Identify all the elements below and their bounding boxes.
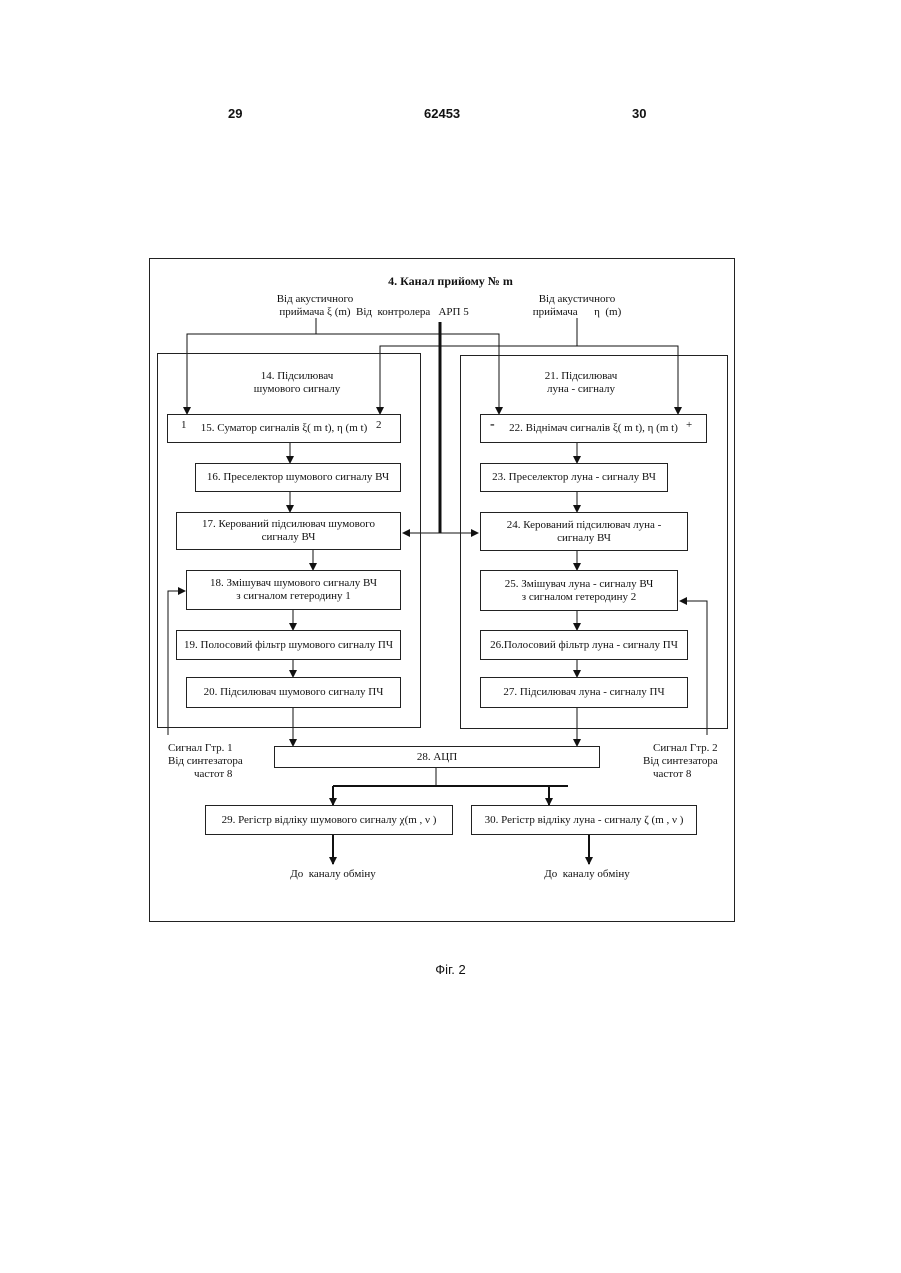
block-28-adc: 28. АЦП [274, 746, 600, 768]
block-30-echo-sample-register: 30. Регістр відліку луна - сигналу ζ (m … [471, 805, 697, 835]
figure-caption: Фіг. 2 [0, 962, 901, 977]
heterodyne-1-source-label: Сигнал Гтр. 1 Від синтезатора частот 8 [168, 742, 243, 781]
block-17-noise-controlled-amplifier: 17. Керований підсилювач шумовогосигналу… [176, 512, 401, 550]
acoustic-input-right-label: Від акустичногоприймача η (m) [512, 293, 642, 319]
block-20-noise-if-amplifier: 20. Підсилювач шумового сигналу ПЧ [186, 677, 401, 708]
summator-port-1: 1 [181, 419, 187, 431]
output-left-label: До каналу обміну [268, 868, 398, 881]
block-22-signal-subtractor: 22. Віднімач сигналів ξ( m t), η (m t) [480, 414, 707, 443]
heterodyne-2-source-label: Сигнал Гтр. 2 Від синтезатора частот 8 [643, 742, 718, 781]
block-26-echo-bandpass-filter: 26.Полосовий фільтр луна - сигналу ПЧ [480, 630, 688, 660]
block-29-noise-sample-register: 29. Регістр відліку шумового сигналу χ(m… [205, 805, 453, 835]
output-right-label: До каналу обміну [522, 868, 652, 881]
echo-amplifier-group-label: 21. Підсилювачлуна - сигналу [516, 370, 646, 396]
block-24-echo-controlled-amplifier: 24. Керований підсилювач луна -сигналу В… [480, 512, 688, 551]
subtractor-port-minus: - [490, 417, 495, 433]
block-15-signal-summator: 15. Суматор сигналів ξ( m t), η (m t) [167, 414, 401, 443]
block-18-noise-mixer: 18. Змішувач шумового сигналу ВЧз сигнал… [186, 570, 401, 610]
block-19-noise-bandpass-filter: 19. Полосовий фільтр шумового сигналу ПЧ [176, 630, 401, 660]
controller-input-label: Від контролера АРП 5 [356, 306, 480, 319]
summator-port-2: 2 [376, 419, 382, 431]
noise-amplifier-group-label: 14. Підсилювачшумового сигналу [232, 370, 362, 396]
block-16-noise-preselector: 16. Преселектор шумового сигналу ВЧ [195, 463, 401, 492]
block-27-echo-if-amplifier: 27. Підсилювач луна - сигналу ПЧ [480, 677, 688, 708]
block-25-echo-mixer: 25. Змішувач луна - сигналу ВЧз сигналом… [480, 570, 678, 611]
subtractor-port-plus: + [686, 419, 692, 431]
block-23-echo-preselector: 23. Преселектор луна - сигналу ВЧ [480, 463, 668, 492]
